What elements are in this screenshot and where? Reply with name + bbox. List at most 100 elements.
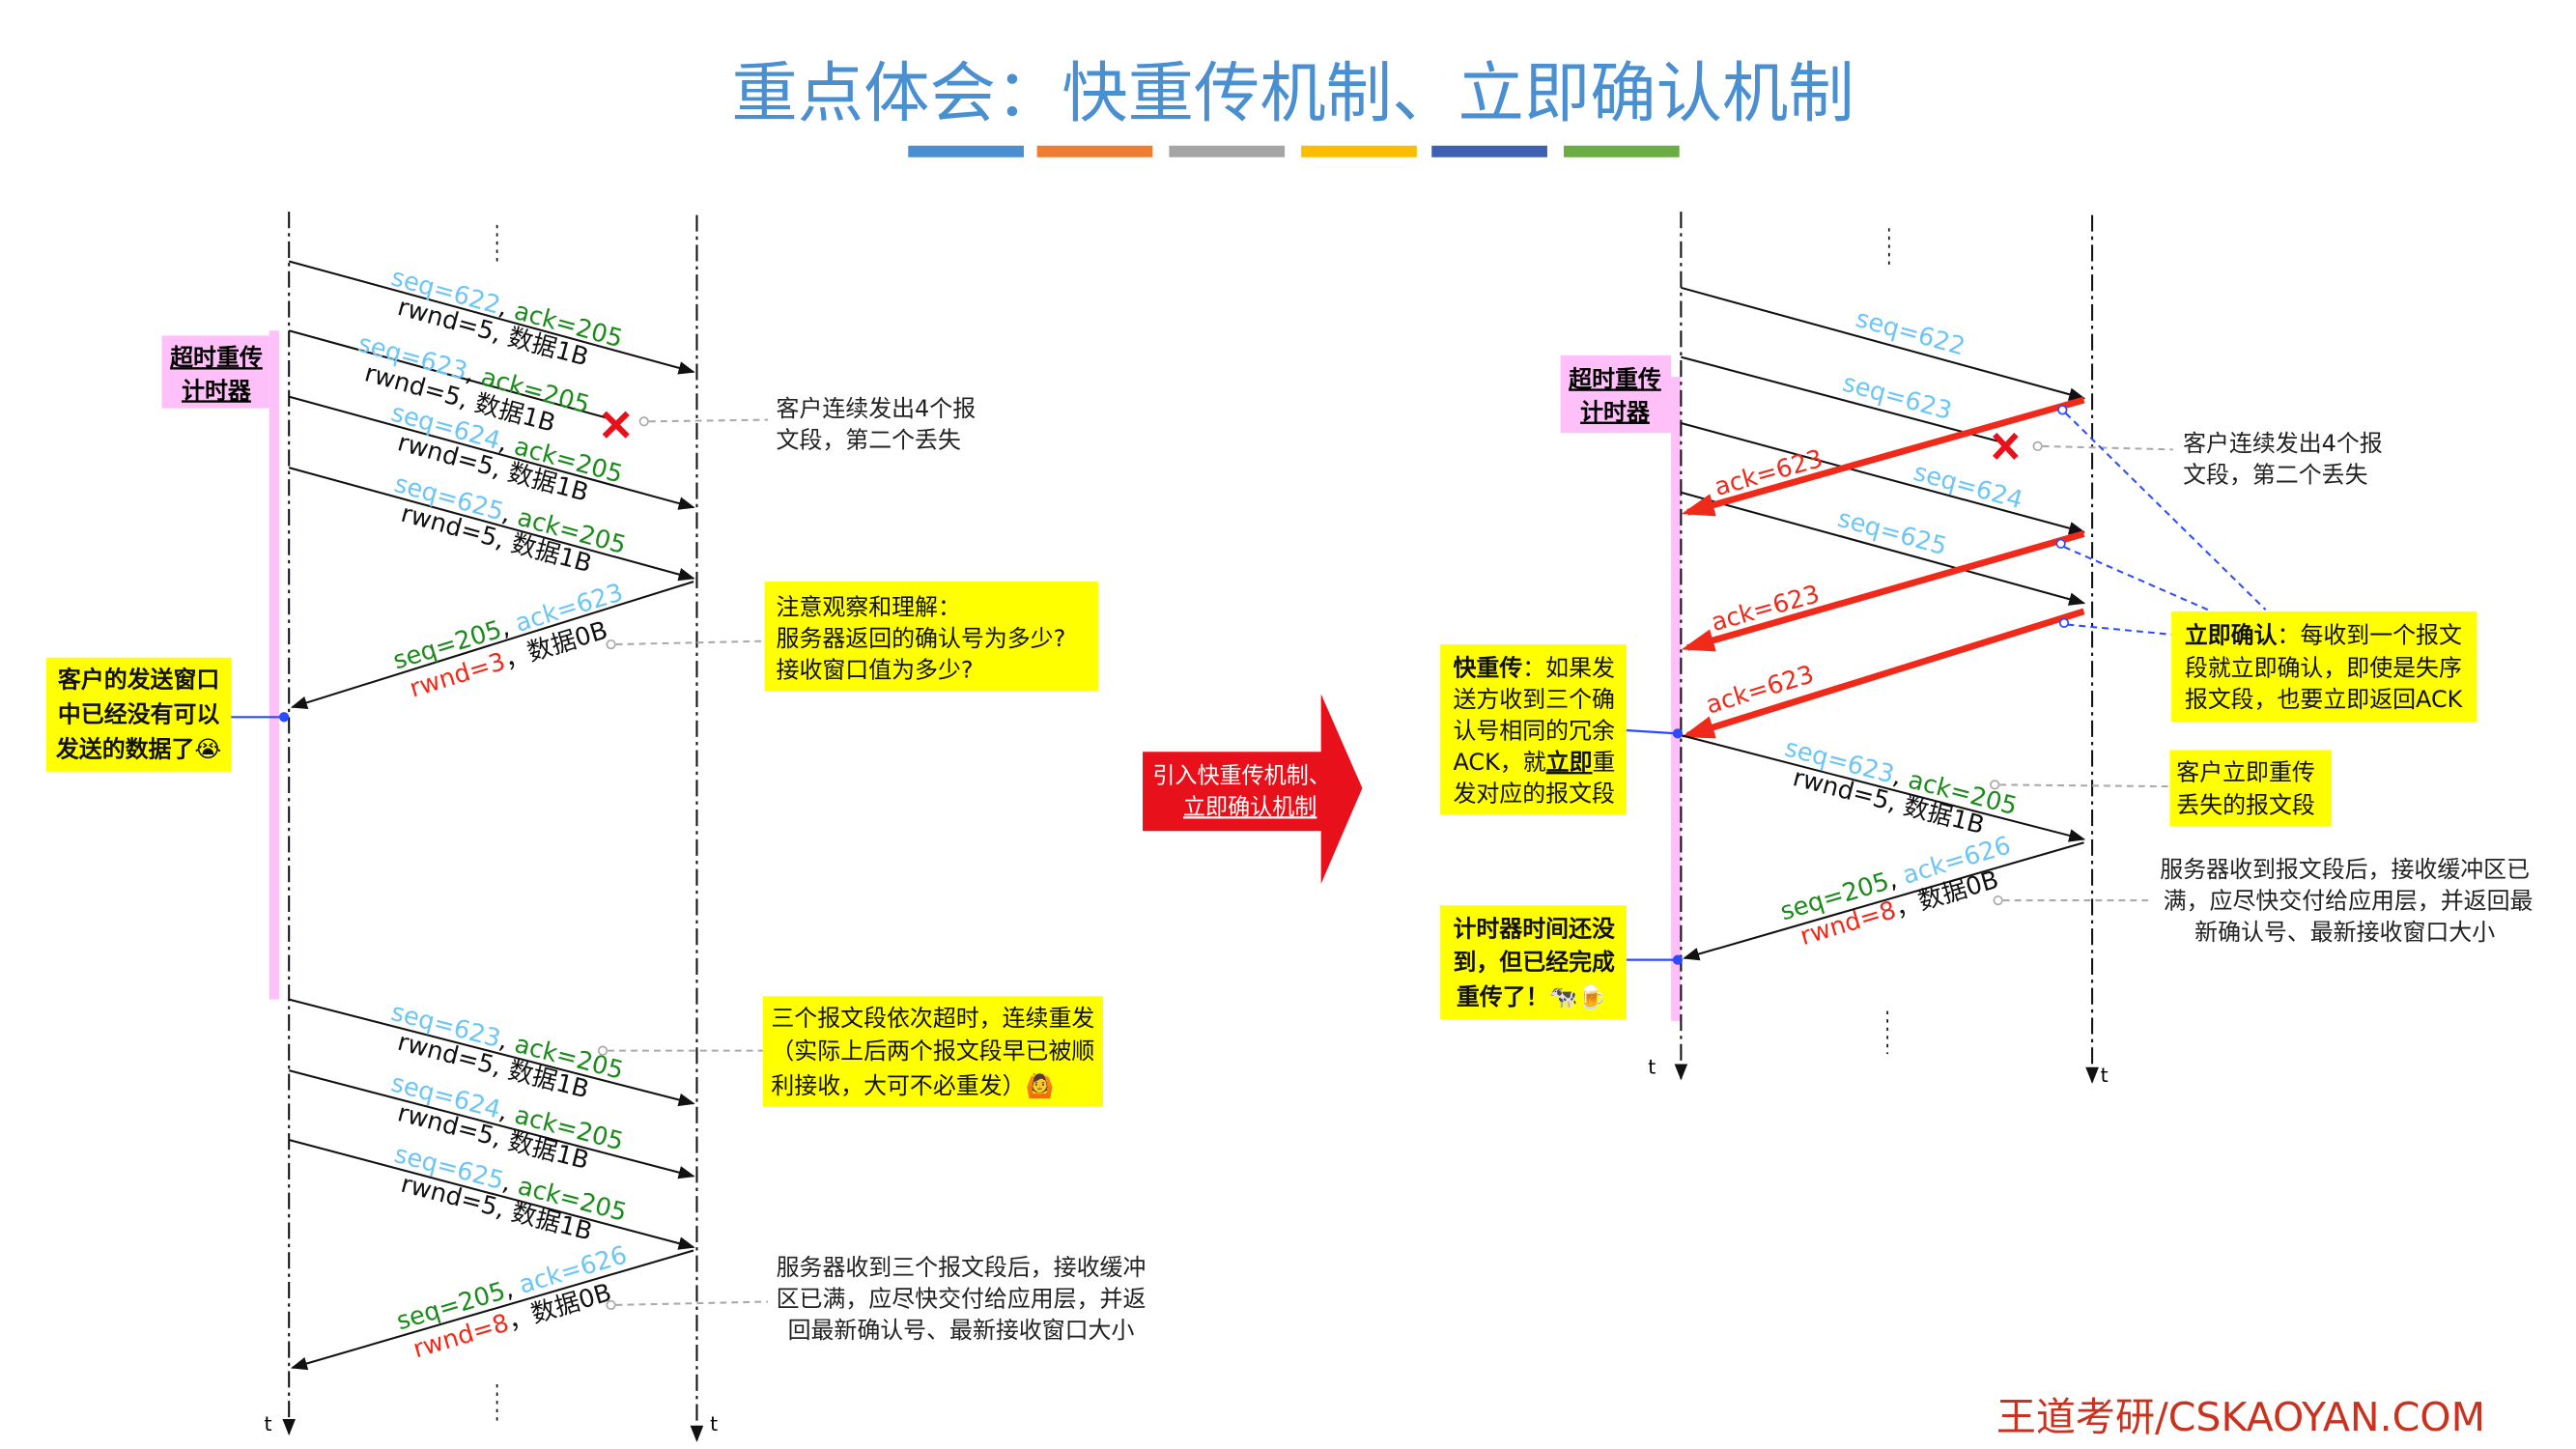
segment-label: seq=622 [1853, 304, 1968, 361]
immediate-ack-text: 报文段，也要立即返回ACK [2185, 686, 2464, 713]
retransmit-arrow [288, 1138, 695, 1250]
callout-line [2067, 623, 2172, 636]
lost-segment-arrow [288, 329, 609, 419]
retransmit-arrow [288, 1069, 695, 1179]
question-text: 服务器返回的确认号为多少? [777, 625, 1066, 652]
segment-label: seq=625 [1834, 504, 1950, 561]
callout-dot [1990, 780, 2000, 790]
callout-line [615, 1300, 768, 1306]
fast-retransmit-text: 送方收到三个确 [1453, 686, 1614, 713]
callout-line [2065, 412, 2267, 611]
connector-dot [1672, 954, 1684, 965]
reply-arrow [290, 581, 694, 709]
window-text: 发送的数据了😭 [55, 735, 221, 762]
callout-dot [2055, 538, 2066, 549]
timer-label: 计时器 [1580, 399, 1651, 426]
color-bar [1301, 145, 1417, 157]
callout-dot [597, 1045, 609, 1056]
window-box [45, 657, 232, 772]
timer-label: 超时重传 [170, 344, 263, 371]
immediate-ack-text: 段就立即确认，即使是失序 [2185, 655, 2462, 682]
retransmit-box [2169, 750, 2332, 827]
server-note: 服务器收到三个报文段后，接收缓冲 [777, 1254, 1146, 1281]
ack-arrow [1681, 396, 2085, 517]
color-bar [1564, 145, 1680, 157]
callout-dot [606, 1299, 616, 1311]
server-note: 满，应尽快交付给应用层，并返回最 [2164, 888, 2534, 915]
callout-line [1999, 783, 2170, 788]
callout-dot [2058, 617, 2070, 628]
server-note: 新确认号、最新接收窗口大小 [2194, 919, 2495, 946]
page-title: 重点体会：快重传机制、立即确认机制 [731, 56, 1854, 132]
segment-arrow [1681, 491, 2086, 606]
time-label: t [2101, 1064, 2109, 1087]
callout-line [2063, 546, 2209, 611]
question-text: 接收窗口值为多少? [777, 656, 974, 683]
lost-x-icon [602, 411, 630, 439]
timeout-text: 利接收，大可不必重发）🙆 [771, 1072, 1054, 1099]
timeout-box [762, 996, 1104, 1107]
callout-line [648, 418, 768, 423]
timer-note-text: 重传了！🐄🍺 [1457, 982, 1606, 1010]
connector-dot [278, 712, 290, 723]
callout-dot [638, 416, 649, 427]
segment-arrow [288, 467, 695, 582]
color-bar [1036, 145, 1153, 157]
timer-bar [1671, 377, 1682, 1021]
segment-arrow [288, 260, 695, 375]
fast-retransmit-box [1439, 644, 1627, 815]
fast-retransmit-text: 快重传：如果发 [1453, 655, 1615, 682]
segment-label: seq=623 [1839, 369, 1955, 426]
lost-note: 客户连续发出4个报 [2183, 430, 2383, 457]
retransmit-arrow [1681, 734, 2086, 842]
color-bar [908, 145, 1024, 157]
time-label: t [265, 1412, 272, 1435]
timer-box [1560, 355, 1672, 434]
server-note: 区已满，应尽快交付给应用层，并返 [777, 1286, 1146, 1313]
reply-arrow [290, 1249, 694, 1371]
timer-note-text: 计时器时间还没 [1453, 916, 1615, 943]
right-diagram: t t 超时重传 计时器 seq=622 seq=623 seq=624 seq… [1439, 212, 2534, 1087]
time-label: t [710, 1412, 718, 1435]
transition-arrow: 引入快重传机制、 立即确认机制 [1143, 694, 1363, 884]
callout-dot [606, 639, 616, 650]
lost-x-icon [1993, 432, 2019, 460]
timer-label: 超时重传 [1569, 365, 1661, 392]
lost-note: 文段，第二个丢失 [777, 427, 961, 454]
retransmit-text: 客户立即重传 [2176, 758, 2315, 785]
callout-line [615, 639, 765, 646]
callout-dot [2057, 405, 2068, 415]
timeout-text: 三个报文段依次超时，连续重发 [771, 1005, 1094, 1032]
color-bar [1169, 145, 1286, 157]
timer-bar [269, 330, 279, 1000]
window-text: 客户的发送窗口 [58, 667, 219, 694]
color-bars [908, 145, 1680, 157]
ack-arrow [1681, 608, 2085, 739]
left-diagram: t t 超时重传 计时器 seq=622, ack=205 rwnd=5, 数据… [45, 212, 1146, 1442]
connector-line [1626, 728, 1679, 735]
immediate-ack-box [2171, 611, 2477, 723]
timeout-text: （实际上后两个报文段早已被顺 [771, 1037, 1094, 1065]
timer-note-box [1439, 905, 1627, 1020]
lost-note: 客户连续发出4个报 [777, 395, 977, 422]
lost-segment-arrow [1681, 355, 1998, 442]
callout-dot [2032, 440, 2043, 452]
retransmit-arrow [288, 998, 695, 1107]
reply-arrow [1683, 841, 2084, 961]
segment-arrow [288, 395, 695, 510]
timer-label: 计时器 [182, 377, 252, 404]
window-text: 中已经没有可以 [58, 700, 220, 727]
fast-retransmit-text: 发对应的报文段 [1453, 780, 1614, 807]
retransmit-text: 丢失的报文段 [2176, 791, 2315, 818]
time-label: t [1648, 1056, 1656, 1079]
ack-arrow [1681, 530, 2085, 652]
timer-box [161, 335, 269, 409]
transition-text: 引入快重传机制、 [1152, 764, 1331, 789]
callout-line [2042, 444, 2173, 451]
footer-brand: 王道考研/CSKAOYAN.COM [1996, 1394, 2485, 1440]
segment-label: seq=624 [1911, 458, 2026, 515]
transition-text: 立即确认机制 [1183, 795, 1316, 820]
segment-arrow [1681, 422, 2086, 535]
timer-note-text: 到，但已经完成 [1453, 949, 1615, 976]
